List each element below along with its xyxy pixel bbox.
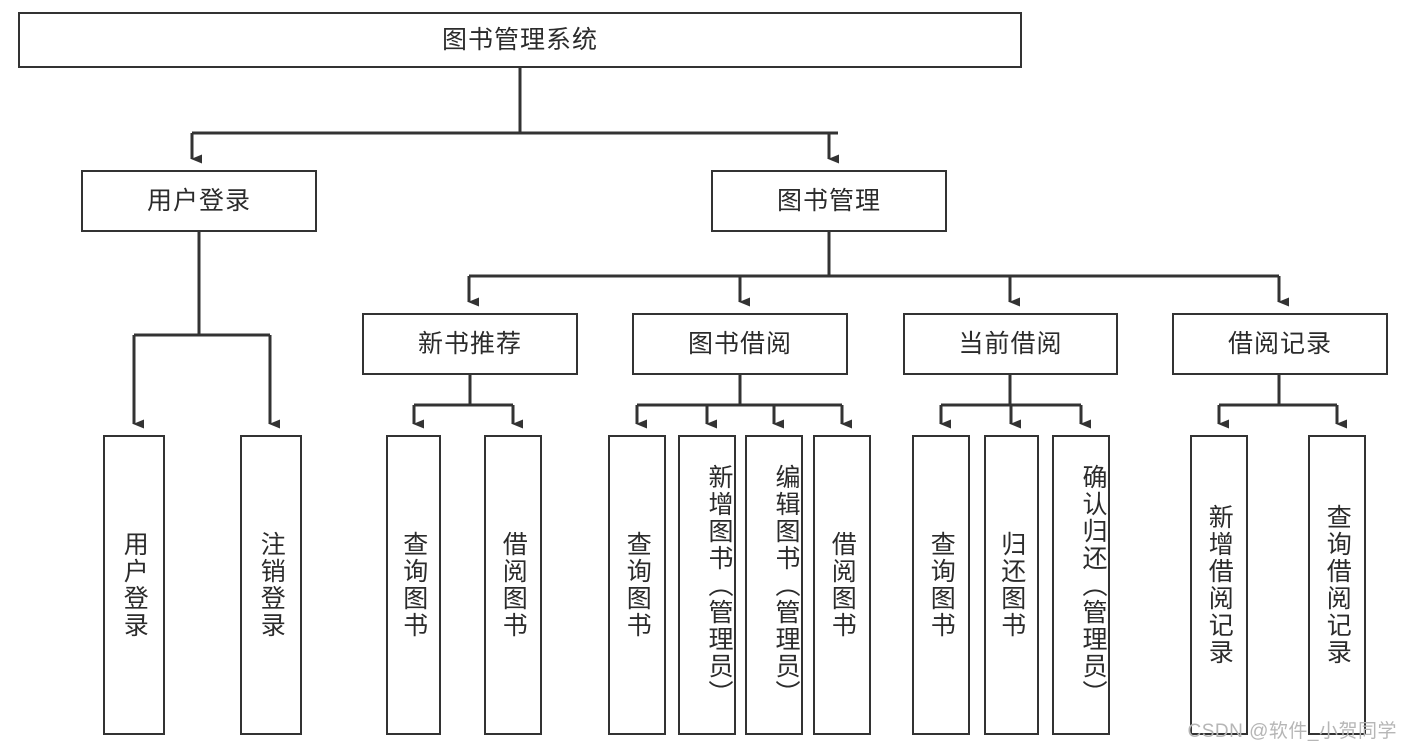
node-current-borrow-label: 当前借阅 (958, 329, 1063, 358)
leaf-add-borrow-record-label: 新增借阅记录 (1205, 504, 1234, 666)
watermark: CSDN @软件_小贺同学 (1187, 721, 1397, 742)
leaf-query-borrow-record[interactable]: 查询借阅记录 (1308, 435, 1366, 735)
node-book-management-label: 图书管理 (776, 186, 881, 215)
leaf-user-logout[interactable]: 注销登录 (240, 435, 302, 735)
leaf-user-login-label: 用户登录 (120, 531, 149, 639)
leaf-add-borrow-record[interactable]: 新增借阅记录 (1190, 435, 1248, 735)
leaf-user-logout-label: 注销登录 (257, 531, 286, 639)
leaf-return-book[interactable]: 归还图书 (984, 435, 1039, 735)
leaf-borrow-book-recommend[interactable]: 借阅图书 (484, 435, 542, 735)
leaf-confirm-return-admin-label: 确认归还（管理员） (1079, 463, 1107, 707)
node-book-management[interactable]: 图书管理 (711, 170, 947, 232)
leaf-borrow-book[interactable]: 借阅图书 (813, 435, 871, 735)
node-book-borrow[interactable]: 图书借阅 (632, 313, 848, 375)
leaf-query-book-current[interactable]: 查询图书 (912, 435, 970, 735)
leaf-user-login[interactable]: 用户登录 (103, 435, 165, 735)
leaf-query-book-recommend-label: 查询图书 (399, 531, 428, 639)
leaf-query-book-borrow[interactable]: 查询图书 (608, 435, 666, 735)
leaf-return-book-label: 归还图书 (997, 531, 1026, 639)
leaf-query-book-borrow-label: 查询图书 (623, 531, 652, 639)
leaf-borrow-book-label: 借阅图书 (828, 531, 857, 639)
leaf-borrow-book-recommend-label: 借阅图书 (499, 531, 528, 639)
node-user-login-label: 用户登录 (146, 186, 251, 215)
node-root[interactable]: 图书管理系统 (18, 12, 1022, 68)
leaf-query-book-current-label: 查询图书 (927, 531, 956, 639)
node-book-borrow-label: 图书借阅 (687, 329, 792, 358)
leaf-edit-book-admin[interactable]: 编辑图书（管理员） (745, 435, 803, 735)
node-borrow-record[interactable]: 借阅记录 (1172, 313, 1388, 375)
leaf-edit-book-admin-label: 编辑图书（管理员） (772, 463, 800, 707)
node-user-login[interactable]: 用户登录 (81, 170, 317, 232)
node-current-borrow[interactable]: 当前借阅 (903, 313, 1118, 375)
leaf-add-book-admin-label: 新增图书（管理员） (705, 463, 733, 707)
leaf-confirm-return-admin[interactable]: 确认归还（管理员） (1052, 435, 1110, 735)
node-new-book-recommend-label: 新书推荐 (417, 329, 522, 358)
node-new-book-recommend[interactable]: 新书推荐 (362, 313, 578, 375)
leaf-query-borrow-record-label: 查询借阅记录 (1323, 504, 1352, 666)
node-root-label: 图书管理系统 (441, 25, 598, 54)
leaf-add-book-admin[interactable]: 新增图书（管理员） (678, 435, 736, 735)
leaf-query-book-recommend[interactable]: 查询图书 (386, 435, 441, 735)
node-borrow-record-label: 借阅记录 (1227, 329, 1332, 358)
